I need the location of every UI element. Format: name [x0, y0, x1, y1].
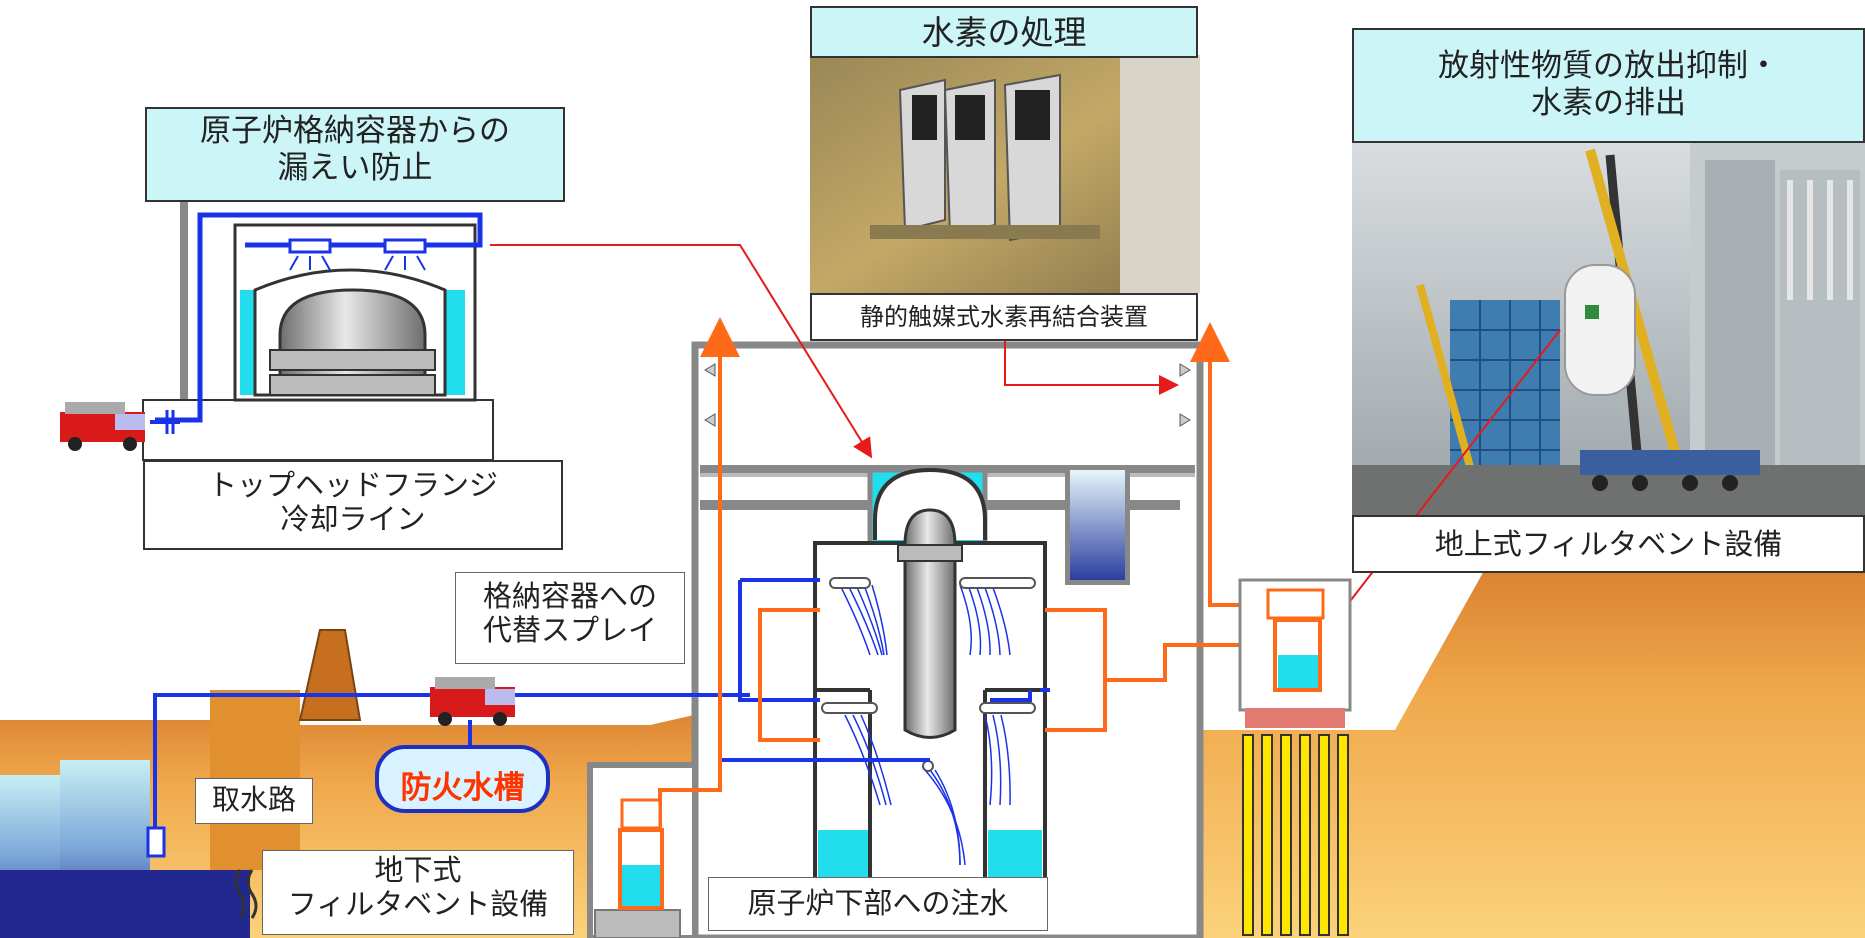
- label-lower-injection: 原子炉下部への注水: [708, 877, 1048, 931]
- fire-truck-icon: [60, 402, 145, 451]
- filter-vent-photo: [1352, 143, 1865, 515]
- chimney: [298, 629, 362, 721]
- label-release-suppression: 放射性物質の放出抑制・ 水素の排出: [1352, 28, 1865, 143]
- spray-nozzle-icon: [288, 238, 427, 271]
- label-hydrogen-processing: 水素の処理: [810, 6, 1198, 58]
- filter-vent-tank-icon: [594, 798, 681, 938]
- arrows: [490, 244, 1561, 644]
- label-top-head-flange: トップヘッドフランジ 冷却ライン: [143, 460, 563, 550]
- filter-vent-tank-icon: [1238, 578, 1352, 936]
- label-par-device: 静的触媒式水素再結合装置: [810, 293, 1198, 341]
- top-head-flange-diagram: [142, 200, 494, 461]
- par-device-photo: [810, 55, 1200, 293]
- fire-truck-icon: [430, 677, 515, 726]
- label-underground-filter: 地下式 フィルタベント設備: [262, 850, 574, 935]
- reactor-building: [587, 341, 1204, 938]
- label-water-intake: 取水路: [195, 778, 313, 824]
- label-leak-prevention: 原子炉格納容器からの 漏えい防止: [145, 107, 565, 202]
- label-alt-spray: 格納容器への 代替スプレイ: [455, 572, 685, 664]
- label-fire-water-tank: 防火水槽: [375, 745, 550, 813]
- pipe-break-icon: [234, 869, 258, 919]
- label-above-ground-filter: 地上式フィルタベント設備: [1352, 515, 1865, 573]
